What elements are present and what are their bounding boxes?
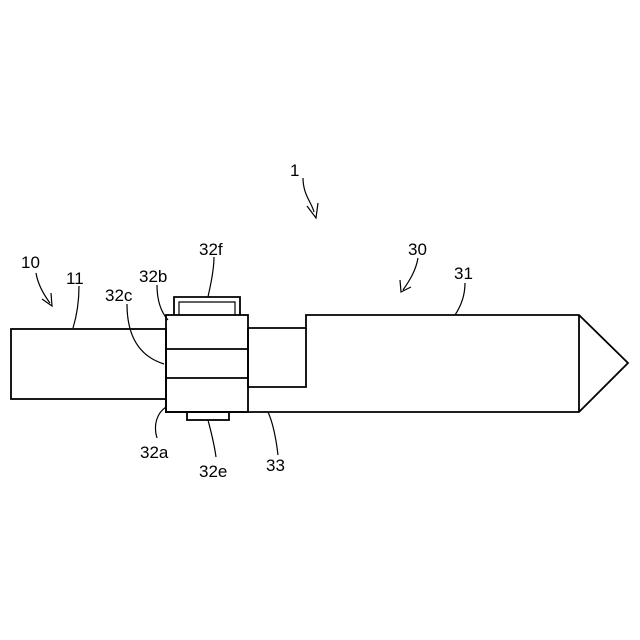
top-clip-outer — [174, 297, 240, 315]
label-32c: 32c — [105, 286, 133, 305]
leader-31 — [455, 283, 465, 315]
arrowhead-1 — [307, 203, 318, 218]
label-assembly: 1 — [290, 161, 299, 180]
label-first-body: 11 — [66, 269, 84, 288]
leader-30 — [403, 258, 418, 290]
label-32b: 32b — [139, 267, 167, 286]
label-second-body: 31 — [454, 264, 473, 283]
top-clip-inner — [179, 302, 235, 315]
recess — [248, 328, 306, 387]
label-32e: 32e — [199, 462, 227, 481]
bottom-pad — [187, 412, 229, 420]
leader-32c — [127, 304, 164, 364]
label-first-member: 10 — [21, 253, 40, 272]
label-32f: 32f — [199, 240, 223, 259]
leader-1 — [303, 178, 314, 212]
label-33: 33 — [266, 456, 285, 475]
leader-32f — [208, 257, 214, 297]
leader-33 — [268, 412, 278, 455]
leader-11 — [73, 286, 79, 328]
right-body — [166, 315, 628, 412]
leader-32a — [155, 407, 166, 438]
leader-32e — [208, 420, 216, 457]
leader-10 — [36, 273, 50, 303]
left-shaft — [11, 329, 166, 399]
label-32a: 32a — [140, 443, 169, 462]
label-second-member: 30 — [408, 240, 427, 259]
collar-block — [166, 315, 248, 412]
